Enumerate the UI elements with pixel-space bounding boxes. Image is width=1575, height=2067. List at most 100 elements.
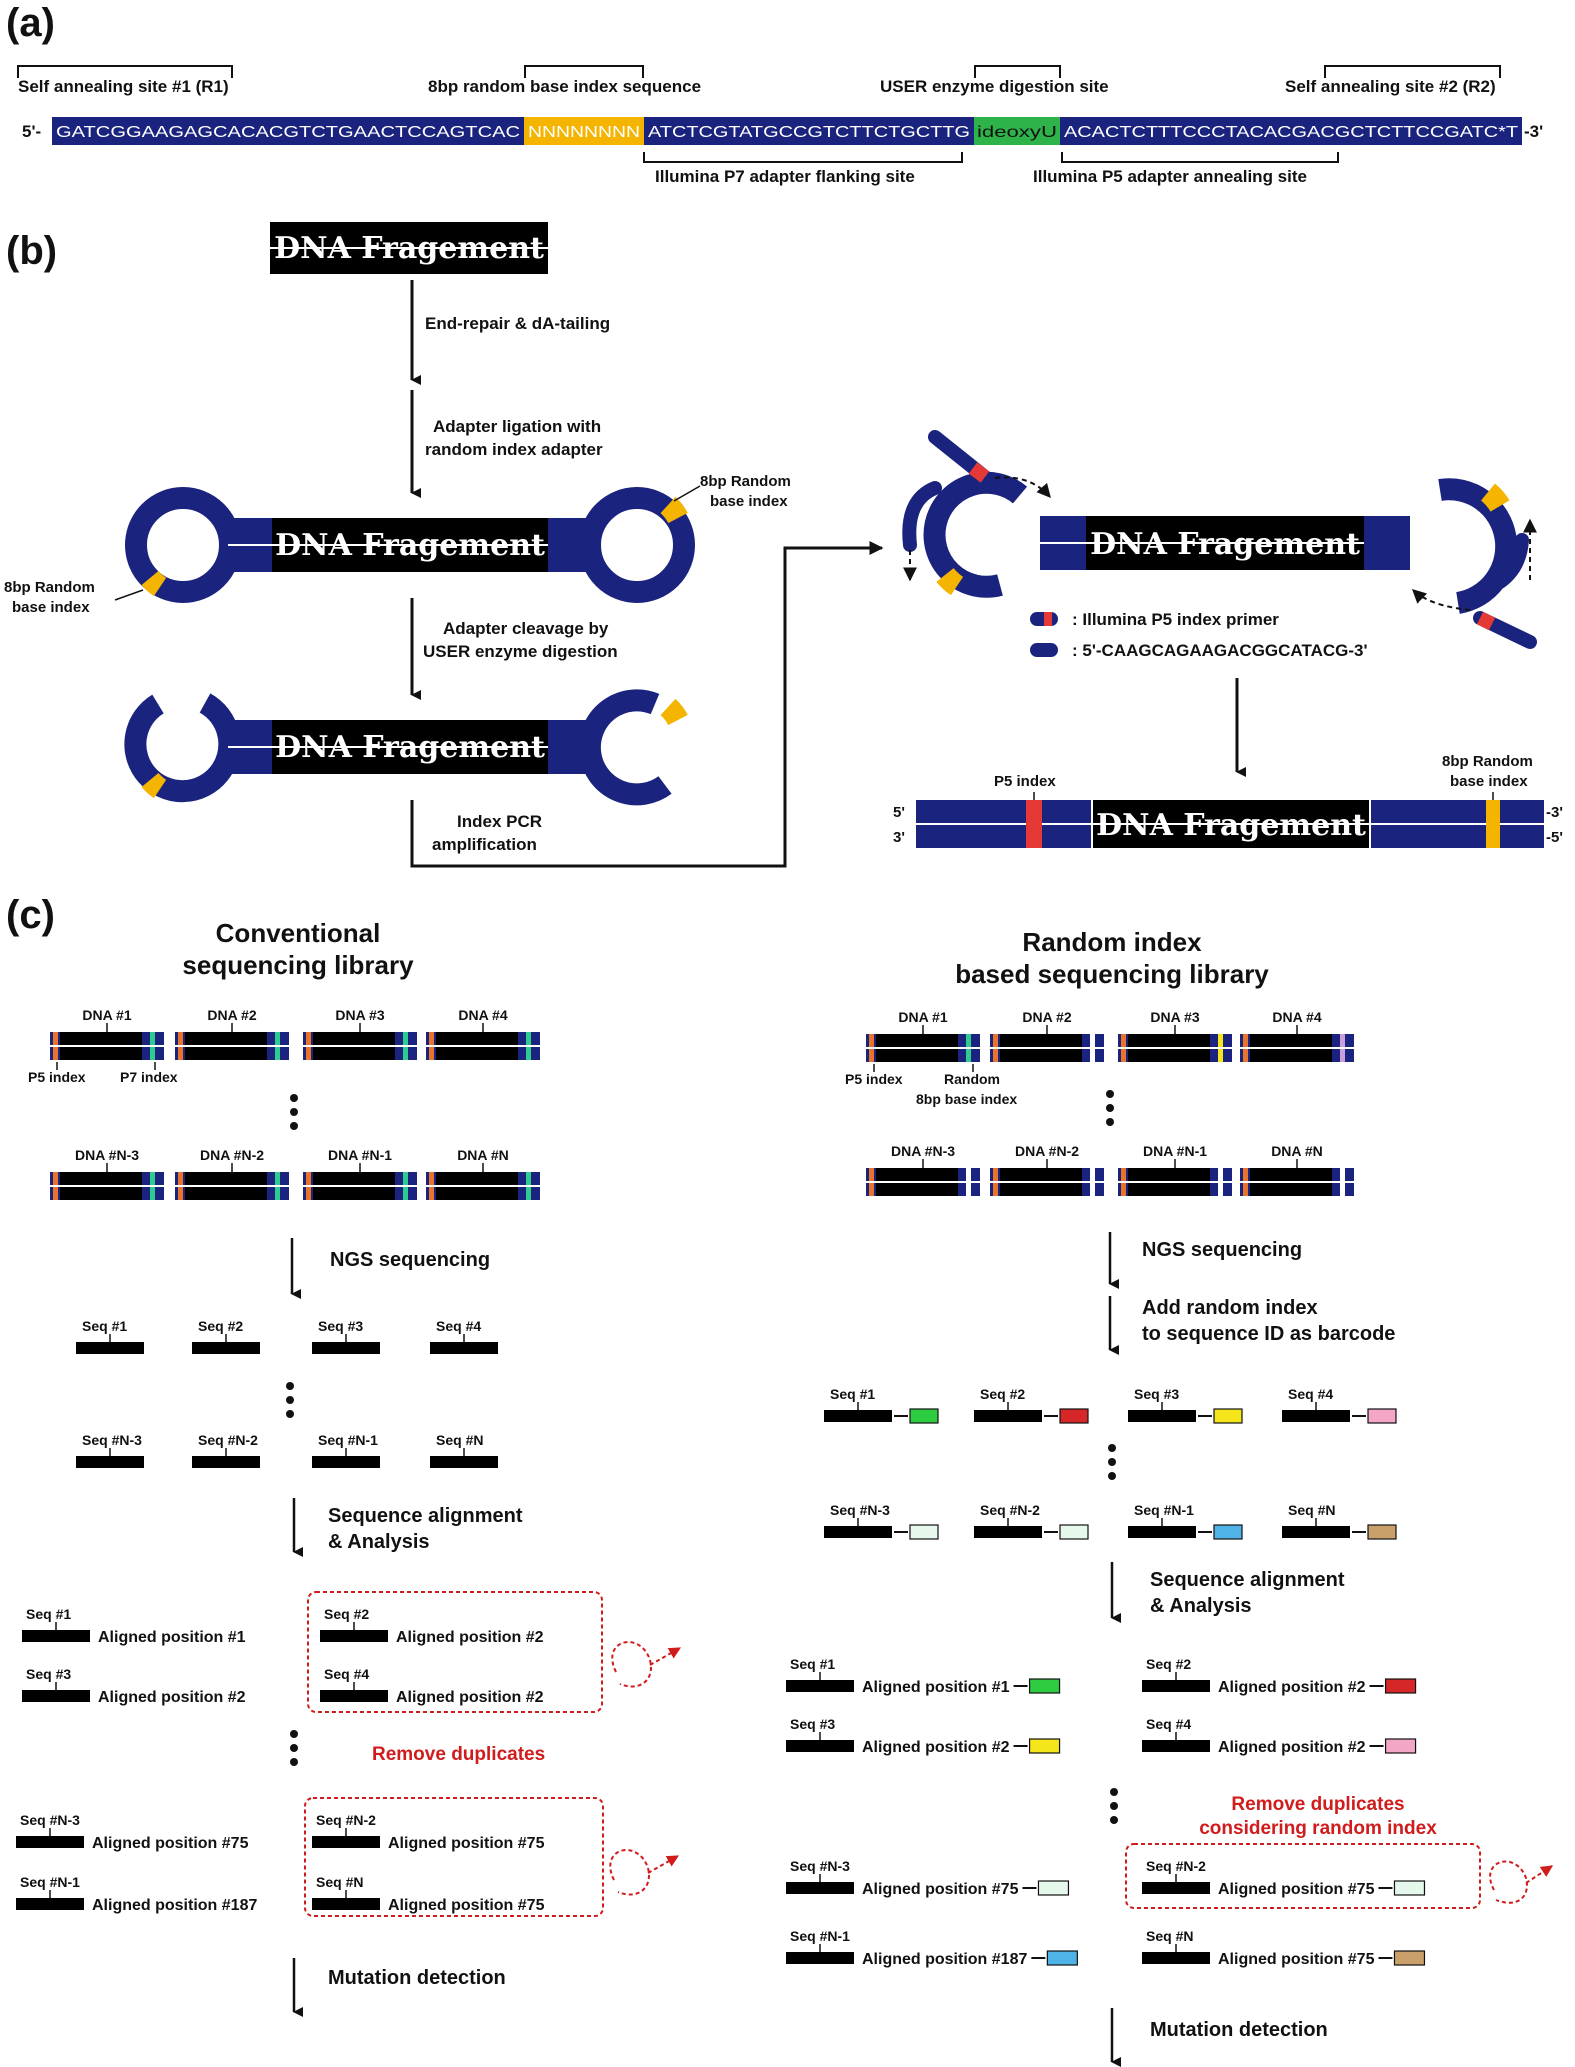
right-seq-n1: Seq #N-3 (824, 1502, 939, 1540)
right-dna-1: DNA #1 (866, 1009, 980, 1062)
left-aligned-4-seq: Seq #4 (324, 1666, 369, 1682)
seq-random: NNNNNNNN (528, 124, 640, 141)
right-title-l2: based sequencing library (955, 959, 1269, 989)
right-seq-n2-label: Seq #N-2 (980, 1502, 1040, 1518)
right-random-l1: Random (944, 1071, 1000, 1087)
right-add-l2: to sequence ID as barcode (1142, 1323, 1395, 1345)
left-aligned-2-seq: Seq #2 (324, 1606, 369, 1622)
right-add-l1: Add random index (1142, 1297, 1318, 1319)
right-dna-4-label: DNA #4 (1272, 1009, 1321, 1025)
final-p5-index: P5 index (994, 773, 1056, 790)
right-aligned-2-barcode (1384, 1678, 1417, 1694)
bracket-p7 (643, 152, 963, 163)
right-seq-1: Seq #1 (824, 1386, 939, 1424)
adapter-construct-ligated (125, 487, 695, 603)
pcr-construct (902, 430, 1537, 649)
right-aligned-1-seq: Seq #1 (790, 1656, 835, 1672)
legend-seq: : 5'-CAAGCAGAAGACGGCATACG-3' (1072, 641, 1368, 660)
right-seq-n1-label: Seq #N-3 (830, 1502, 890, 1518)
left-dup-loop-1 (611, 1642, 680, 1688)
left-remove-duplicates: Remove duplicates (372, 1744, 545, 1765)
right-aligned-6-barcode (1393, 1880, 1426, 1896)
right-aligned-3-pos: Aligned position #2 (862, 1739, 1010, 1756)
left-seq-4: Seq #4 (430, 1318, 498, 1354)
right-remove-l2: considering random index (1199, 1818, 1437, 1839)
right-aligned-7-pos: Aligned position #187 (862, 1951, 1027, 1968)
left-seq-n3-label: Seq #N-1 (318, 1432, 378, 1448)
right-p5-index: P5 index (845, 1071, 903, 1087)
right-seq-4: Seq #4 (1282, 1386, 1397, 1424)
adapter-construct-cleaved (124, 689, 688, 806)
final-product (916, 800, 1544, 848)
right-seq-n2-barcode (1059, 1524, 1089, 1540)
right-seq-3: Seq #3 (1128, 1386, 1243, 1424)
right-seq-4-barcode (1367, 1408, 1397, 1424)
seq-r1-box (52, 117, 524, 145)
step3-l2: USER enzyme digestion (423, 642, 618, 661)
bracket-p5 (1061, 152, 1339, 163)
left-seq-n2: Seq #N-2 (192, 1432, 260, 1468)
seq-p7: ATCTCGTATGCCGTCTTCTGCTTG (648, 124, 970, 141)
right-seq-n4-barcode (1367, 1524, 1397, 1540)
right-aligned-3-seq: Seq #3 (790, 1716, 835, 1732)
left-title-l2: sequencing library (182, 950, 414, 980)
step3-l1: Adapter cleavage by (443, 619, 609, 638)
right-aligned-4-barcode (1384, 1738, 1417, 1754)
right-dna-2: DNA #2 (990, 1009, 1104, 1062)
final-3prime-right: -3' (1546, 804, 1563, 821)
right-aligned-5-seq: Seq #N-3 (790, 1858, 850, 1874)
right-dna-n1-label: DNA #N-3 (891, 1143, 955, 1159)
left-ngs: NGS sequencing (330, 1249, 490, 1271)
seq-random-box (524, 117, 644, 145)
left-aligned-1-pos: Aligned position #1 (98, 1629, 246, 1646)
right-aligned-2-pos: Aligned position #2 (1218, 1679, 1366, 1696)
right-random-l2: 8bp base index (916, 1091, 1017, 1107)
right-remove-l1: Remove duplicates (1231, 1794, 1404, 1815)
right-seq-3-label: Seq #3 (1134, 1386, 1179, 1402)
dna-fragment-pcr-label: DNA Fragement (1090, 527, 1360, 562)
right-align-l2: & Analysis (1150, 1595, 1252, 1617)
left-mutation: Mutation detection (328, 1967, 506, 1989)
panel-c-label: (c) (6, 893, 55, 937)
right-dna-4: DNA #4 (1240, 1009, 1354, 1062)
right-seq-n2: Seq #N-2 (974, 1502, 1089, 1540)
random-idx-right-l1: 8bp Random (700, 473, 791, 490)
legend-seq-icon (1030, 643, 1058, 657)
left-seq-n4-label: Seq #N (436, 1432, 483, 1448)
left-dna-2: DNA #2 (175, 1007, 289, 1060)
right-aligned-3: Seq #3 Aligned position #2 (786, 1716, 1061, 1756)
left-p7-index: P7 index (120, 1069, 178, 1085)
left-dup-box-2 (304, 1797, 604, 1917)
left-seq-n4: Seq #N (430, 1432, 498, 1468)
left-seq-n2-label: Seq #N-2 (198, 1432, 258, 1448)
right-aligned-4-seq: Seq #4 (1146, 1716, 1191, 1732)
step2-l2: random index adapter (425, 440, 603, 459)
right-mutation: Mutation detection (1150, 2019, 1328, 2041)
bracket-r1 (17, 65, 233, 78)
left-aligned-3-seq: Seq #3 (26, 1666, 71, 1682)
left-seq-n1: Seq #N-3 (76, 1432, 144, 1468)
p7-label: Illumina P7 adapter flanking site (655, 167, 915, 186)
right-dna-n2-label: DNA #N-2 (1015, 1143, 1079, 1159)
right-dup-box (1125, 1843, 1481, 1909)
left-align-l1: Sequence alignment (328, 1505, 523, 1527)
final-5prime-right: -5' (1546, 829, 1563, 846)
step4-l1: Index PCR (457, 812, 542, 831)
random-label: 8bp random base index sequence (428, 77, 701, 96)
left-aligned-7-seq: Seq #N-1 (20, 1874, 80, 1890)
right-dna-n2: DNA #N-2 (990, 1143, 1104, 1196)
left-seq-3: Seq #3 (312, 1318, 380, 1354)
right-seq-n3: Seq #N-1 (1128, 1502, 1243, 1540)
